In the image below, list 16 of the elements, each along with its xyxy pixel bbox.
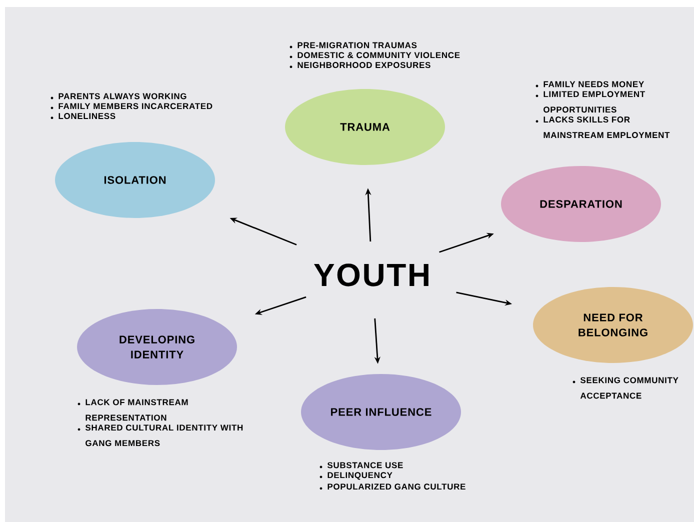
bullet-item: DELINQUENCY <box>328 472 392 480</box>
bullet-item: SEEKING COMMUNITY ACCEPTANCE <box>580 377 678 399</box>
bullet-item: LACK OF MAINSTREAM REPRESENTATION <box>86 399 188 421</box>
bullet-item: LACKS SKILLS FOR MAINSTREAM EMPLOYMENT <box>544 116 670 138</box>
bullet-item: FAMILY MEMBERS INCARCERATED <box>58 103 212 110</box>
bullet-item: POPULARIZED GANG CULTURE <box>328 484 466 490</box>
bullet-item: LONELINESS <box>58 113 116 120</box>
bullet-item: NEIGHBORHOOD EXPOSURES <box>298 62 430 68</box>
bullet-item: FAMILY NEEDS MONEY <box>544 81 644 88</box>
bullet-item: SUBSTANCE USE <box>327 462 403 468</box>
bullet-item: DOMESTIC & COMMUNITY VIOLENCE <box>298 52 460 58</box>
center-word: YOUTH <box>314 264 428 286</box>
bullet-item: PARENTS ALWAYS WORKING <box>58 93 186 100</box>
bullet-item: LIMITED EMPLOYMENT OPPORTUNITIES <box>544 91 645 113</box>
bullet-item: SHARED CULTURAL IDENTITY WITH GANG MEMBERS <box>85 424 243 446</box>
bullet-item: PRE-MIGRATION TRAUMAS <box>298 42 417 48</box>
